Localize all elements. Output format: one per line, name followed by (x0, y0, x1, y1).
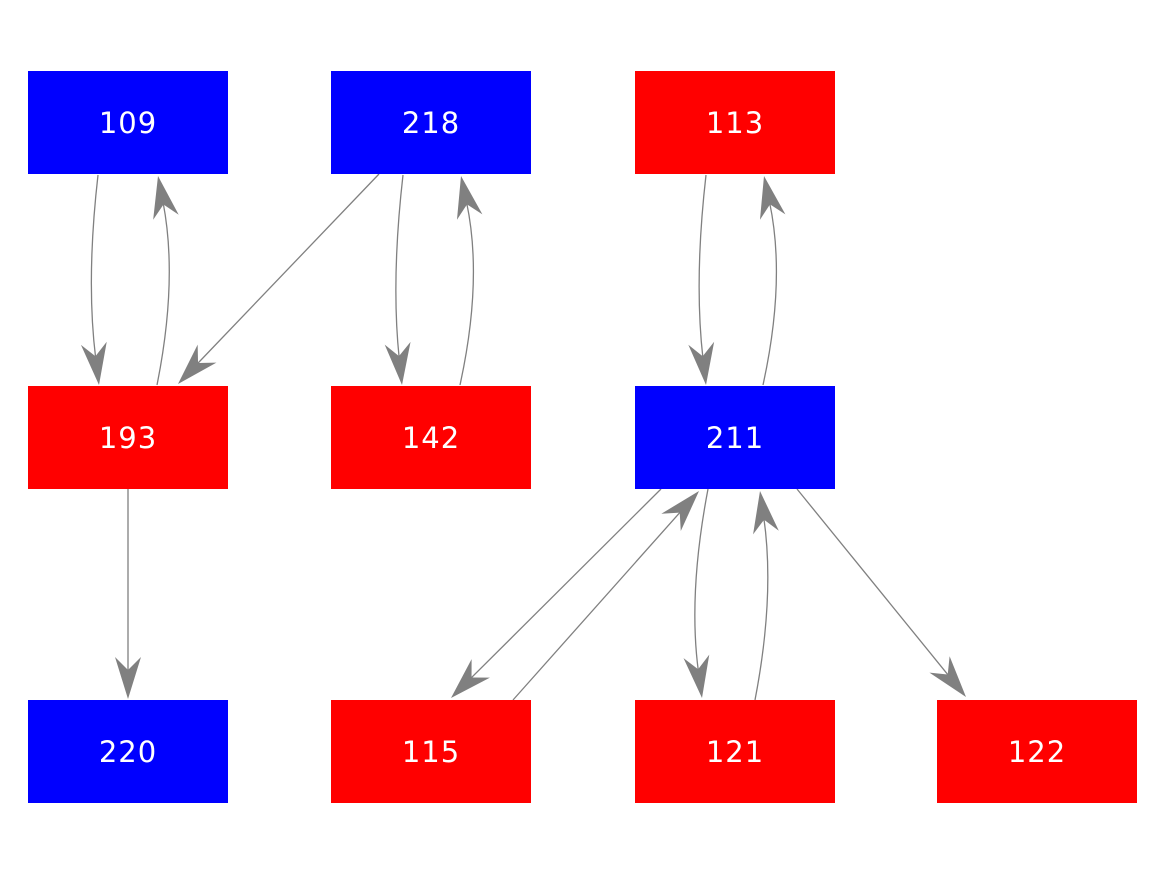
node-142: 142 (331, 386, 531, 489)
edge-115-211 (512, 491, 699, 701)
edge-line (512, 510, 682, 701)
edge-line (469, 488, 662, 680)
node-121: 121 (635, 700, 835, 803)
arrowhead-icon (688, 341, 715, 385)
arrowhead-icon (753, 491, 779, 535)
edge-line (694, 488, 709, 672)
arrowhead-icon (80, 341, 107, 385)
edge-218-142 (384, 174, 411, 385)
edge-line (395, 174, 404, 359)
edge-line (196, 173, 380, 365)
edge-211-115 (451, 488, 662, 698)
edge-193-109 (153, 176, 179, 386)
node-label: 121 (705, 734, 765, 769)
node-220: 220 (28, 700, 228, 803)
edge-line (698, 174, 707, 359)
node-label: 109 (98, 105, 158, 140)
edge-113-211 (688, 174, 715, 385)
node-218: 218 (331, 71, 531, 174)
node-label: 142 (401, 420, 461, 455)
node-211: 211 (635, 386, 835, 489)
edge-line (90, 174, 99, 359)
edge-121-211 (753, 491, 779, 701)
edge-211-121 (683, 488, 710, 698)
node-label: 113 (705, 105, 765, 140)
node-115: 115 (331, 700, 531, 803)
node-193: 193 (28, 386, 228, 489)
node-113: 113 (635, 71, 835, 174)
edge-line (459, 202, 475, 386)
node-label: 218 (401, 105, 461, 140)
edge-193-220 (115, 489, 141, 699)
arrowhead-icon (456, 176, 483, 220)
arrowhead-icon (115, 657, 141, 699)
arrowhead-icon (661, 491, 699, 532)
arrowhead-icon (384, 341, 411, 385)
arrowhead-icon (759, 176, 786, 220)
node-label: 115 (401, 734, 461, 769)
node-label: 220 (98, 734, 158, 769)
node-109: 109 (28, 71, 228, 174)
edge-line (754, 517, 769, 701)
edge-line (762, 202, 778, 386)
arrowhead-icon (929, 656, 966, 697)
edge-109-193 (80, 174, 107, 385)
edge-line (156, 202, 170, 386)
arrowhead-icon (451, 659, 490, 698)
node-label: 122 (1007, 734, 1067, 769)
node-label: 211 (705, 420, 765, 455)
edge-211-122 (796, 488, 966, 697)
arrowhead-icon (178, 344, 217, 384)
node-122: 122 (937, 700, 1137, 803)
edge-211-113 (759, 176, 786, 386)
arrowhead-icon (153, 176, 179, 220)
arrowhead-icon (683, 654, 710, 698)
edge-line (796, 488, 950, 677)
edge-142-218 (456, 176, 483, 386)
edge-218-193 (178, 173, 380, 384)
node-label: 193 (98, 420, 158, 455)
